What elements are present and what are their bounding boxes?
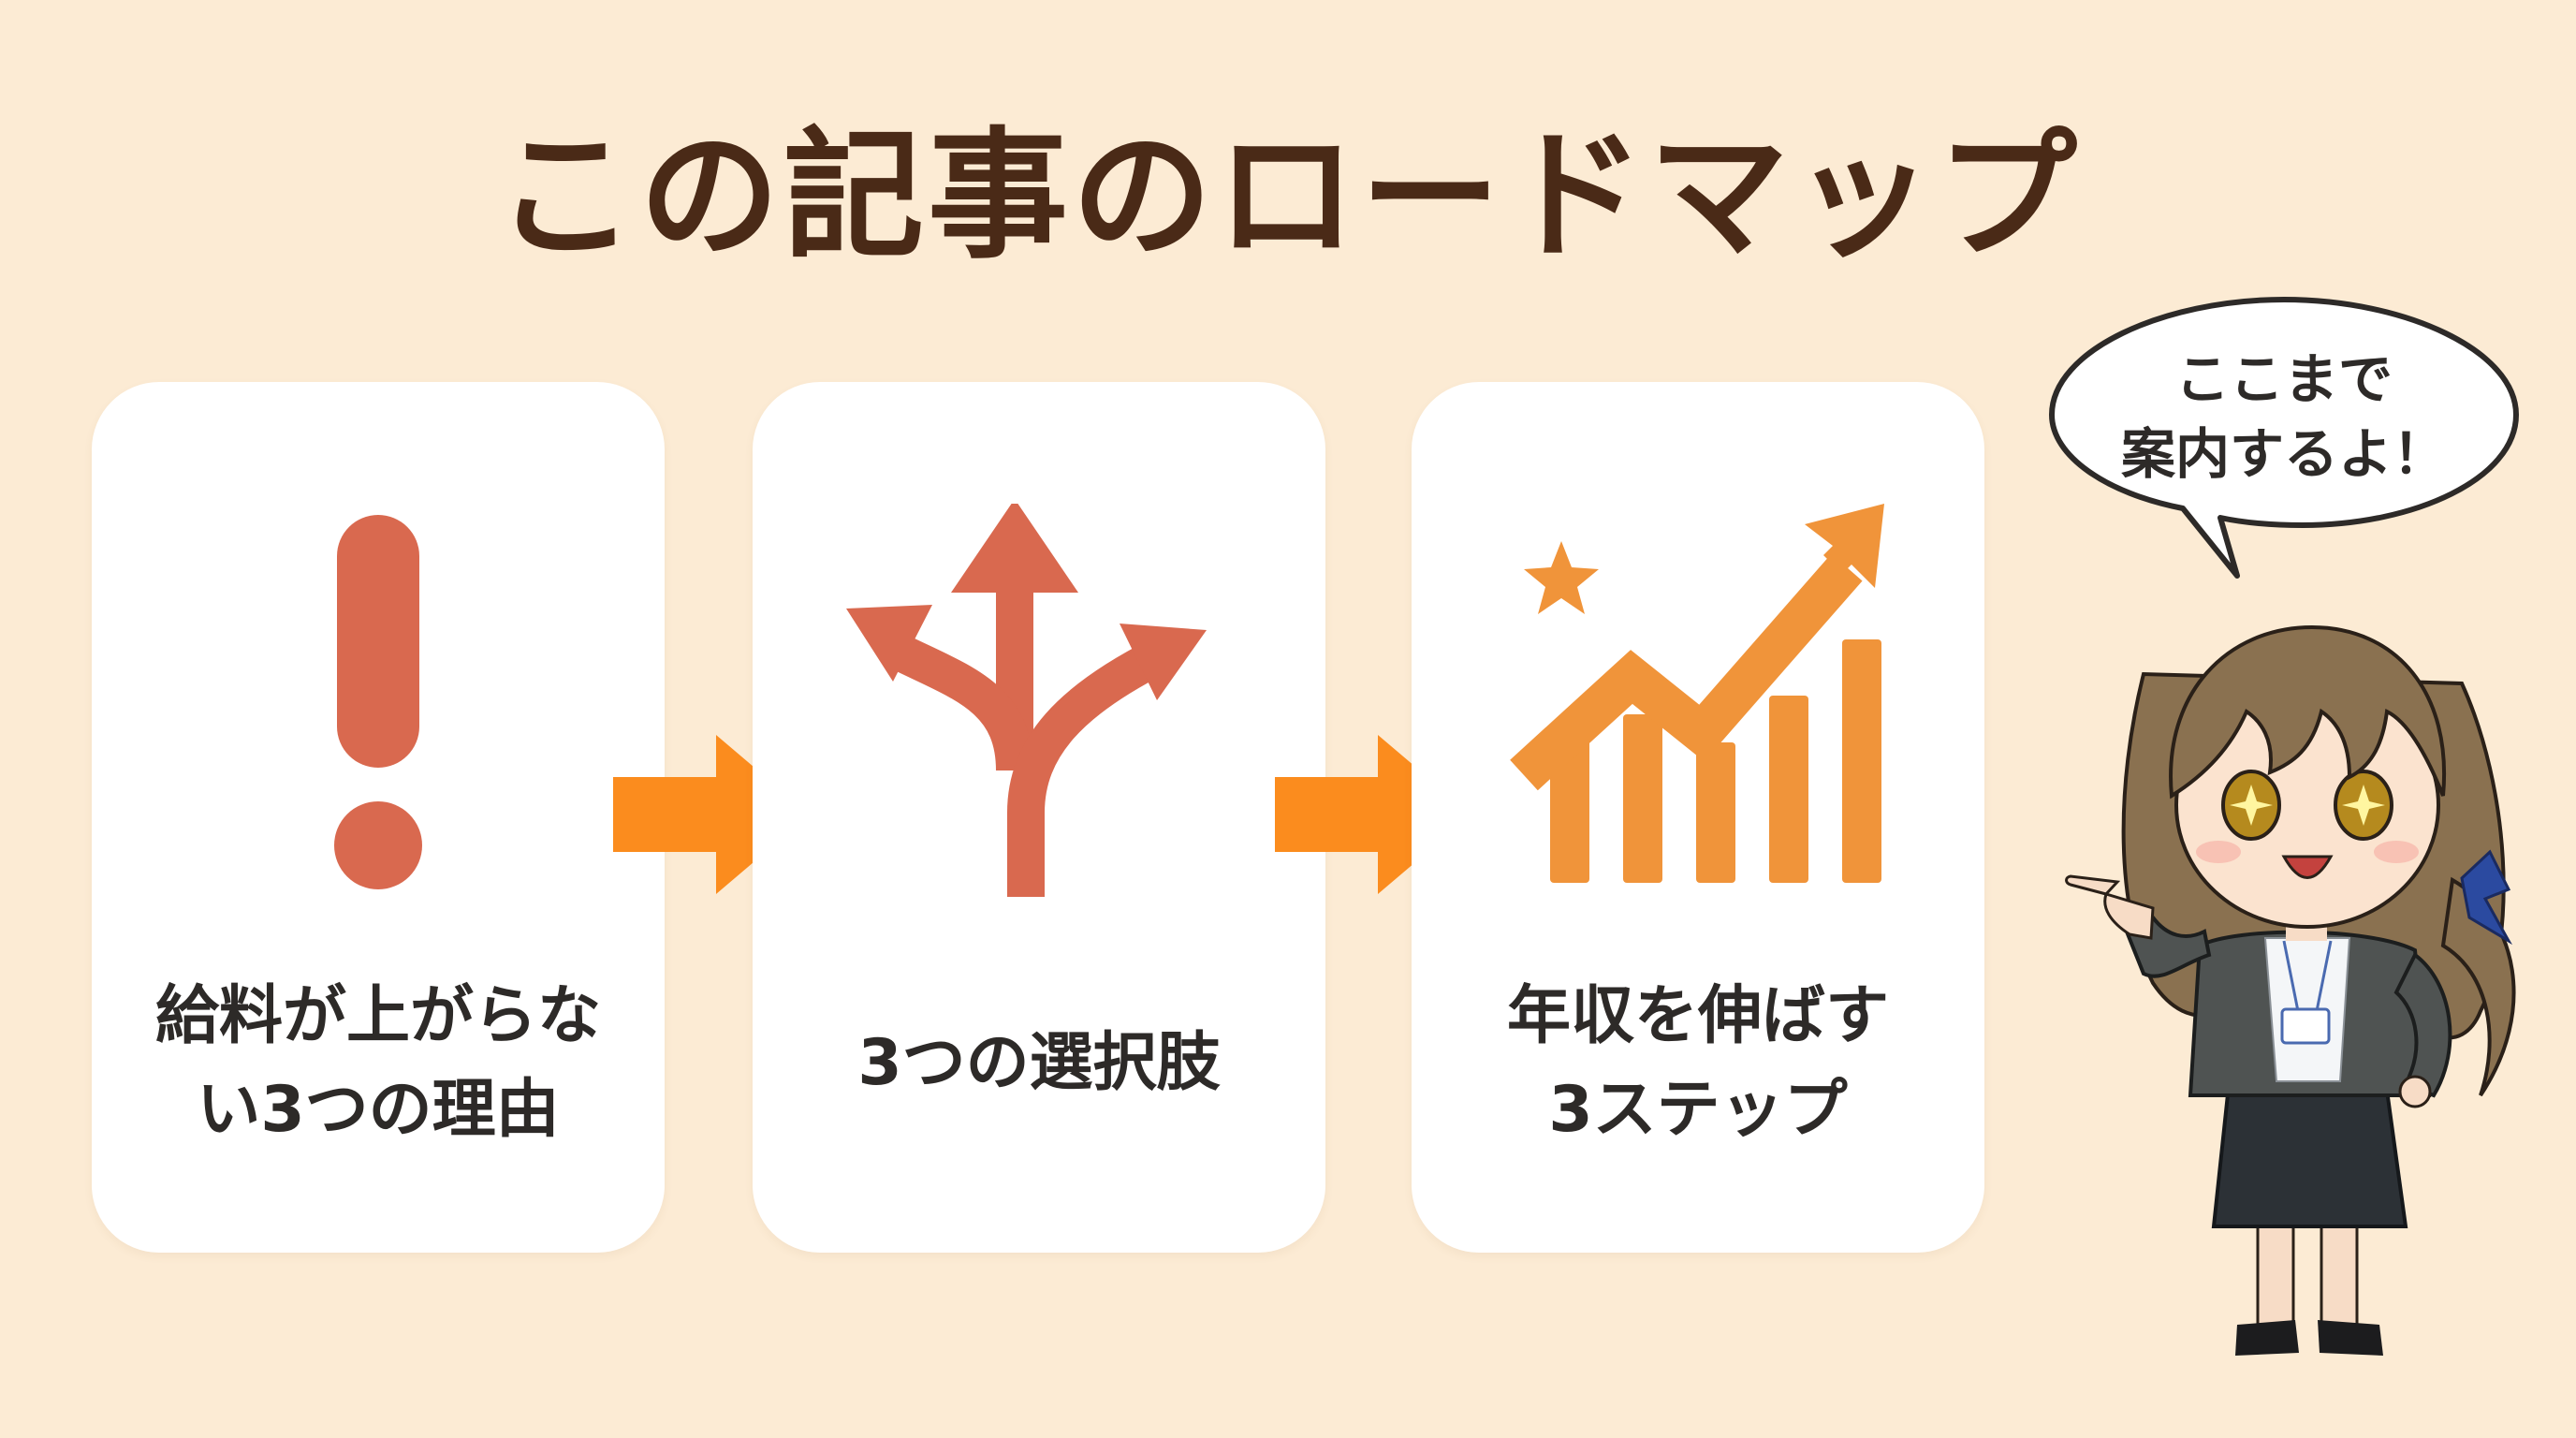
- speech-bubble-text: ここまで 案内するよ！: [2055, 323, 2513, 510]
- speech-bubble: [2049, 297, 2519, 579]
- step-label: 年収を伸ばす 3ステップ: [1430, 942, 1966, 1185]
- step-label: 給料が上がらな い3つの理由: [110, 942, 646, 1185]
- step-label-line2: 3ステップ: [1548, 1073, 1848, 1147]
- step-label-line2: い3つの理由: [197, 1073, 560, 1147]
- step-label-line1: 年収を伸ばす: [1506, 979, 1889, 1053]
- page-title: この記事のロードマップ: [494, 115, 2081, 278]
- exclamation-icon: [334, 515, 422, 889]
- step-label-line1: 給料が上がらな: [154, 979, 601, 1053]
- step-card-steps: 年収を伸ばす 3ステップ: [1412, 382, 1984, 1253]
- branching-arrows-icon: [846, 504, 1207, 897]
- step-card-reasons: 給料が上がらな い3つの理由: [92, 382, 665, 1253]
- bubble-line1: ここまで: [2174, 347, 2393, 411]
- guide-character-illustration: [2065, 624, 2516, 1356]
- step-label: 3つの選択肢: [771, 942, 1307, 1185]
- bubble-line2: 案内するよ！: [2120, 422, 2447, 486]
- step-label-line1: 3つの選択肢: [857, 1026, 1221, 1100]
- growth-chart-icon: [1510, 504, 1884, 883]
- step-card-options: 3つの選択肢: [753, 382, 1325, 1253]
